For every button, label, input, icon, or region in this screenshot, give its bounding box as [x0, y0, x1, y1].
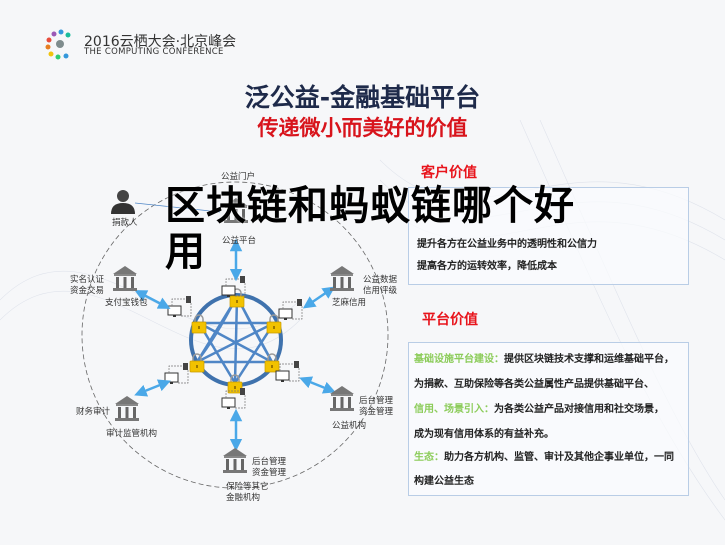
bank-icon: [113, 266, 137, 291]
logo-subtitle: THE COMPUTING CONFERENCE: [84, 47, 224, 57]
computer-icon: [164, 362, 189, 385]
platform-value-key: 基础设施平台建设：: [414, 354, 504, 365]
insurance-label: 金融机构: [226, 492, 260, 503]
platform-value-box: 基础设施平台建设：提供区块链技术支撑和运维基础平台， 为捐款、互助保险等各类公益…: [408, 342, 689, 496]
alipay-side-label: 资金交易: [70, 285, 104, 296]
platform-value-item: 生态：助力各方机构、监管、审计及其他企事业单位，一同: [414, 451, 674, 464]
audit-side-label: 财务审计: [76, 406, 111, 417]
network-diagram: 捐款人 公益门户 公益平台 实名认证 资金交易 支付宝钱包 公益数据 信用评级 …: [70, 171, 398, 503]
insurance-side-label: 资金管理: [252, 467, 287, 478]
donor-connector: [134, 202, 221, 213]
portal-label: 公益门户: [221, 171, 255, 182]
overlay-headline: 区块链和蚂蚁链哪个好: [165, 183, 575, 229]
bank-icon: [330, 266, 354, 291]
bank-icon: [330, 386, 354, 411]
outer-dashed-ring: [81, 181, 389, 489]
alipay-label: 支付宝钱包: [105, 297, 148, 308]
customer-value-title: 客户价值: [421, 165, 477, 181]
alipay-side-label: 实名认证: [70, 274, 105, 285]
charity-label: 公益机构: [332, 420, 366, 431]
audit-label: 审计监管机构: [106, 428, 157, 439]
charity-side-label: 后台管理: [359, 395, 394, 406]
sesame-side-label: 公益数据: [363, 274, 398, 285]
overlay-headline-cont: 用: [165, 229, 206, 275]
platform-value-item: 基础设施平台建设：提供区块链技术支撑和运维基础平台，: [414, 353, 674, 366]
sesame-side-label: 信用评级: [363, 285, 398, 296]
bank-icon: [115, 396, 139, 421]
computer-icon: [275, 360, 300, 383]
platform-value-line: 成为现有信用体系的有益补充。: [414, 429, 554, 440]
platform-value-title: 平台价值: [422, 312, 478, 328]
customer-value-line: 提高各方的运转效率，降低成本: [417, 261, 557, 272]
platform-label: 公益平台: [222, 235, 256, 246]
conference-logo: [44, 28, 78, 64]
platform-value-line: 为捐款、互助保险等各类公益属性产品提供基础平台、: [414, 379, 654, 390]
logo-title: 2016云栖大会·北京峰会: [84, 34, 237, 50]
customer-value-line: 提升各方在公益业务中的透明性和公信力: [417, 239, 597, 250]
platform-value-item: 信用、场景引入：为各类公益产品对接信用和社交场景，: [414, 403, 664, 416]
platform-value-key: 生态：: [414, 452, 444, 463]
platform-value-text: 为各类公益产品对接信用和社交场景，: [494, 404, 664, 415]
platform-value-text: 助力各方机构、监管、审计及其他企事业单位，一同: [444, 452, 674, 463]
platform-value-text: 提供区块链技术支撑和运维基础平台，: [504, 354, 674, 365]
sesame-label: 芝麻信用: [332, 297, 366, 308]
connection-arrows: [134, 238, 336, 452]
insurance-side-label: 后台管理: [252, 456, 287, 467]
donor-label: 捐款人: [112, 217, 138, 228]
charity-side-label: 资金管理: [359, 406, 394, 417]
platform-value-line: 构建公益生态: [414, 476, 474, 487]
person-icon: [111, 190, 135, 214]
platform-value-key: 信用、场景引入：: [414, 404, 494, 415]
customer-value-box: 提升各方在公益业务中的透明性和公信力 提高各方的运转效率，降低成本: [408, 187, 689, 285]
bank-icon: [223, 448, 247, 473]
page-subtitle: 传递微小而美好的价值: [257, 116, 468, 140]
insurance-label: 保险等其它: [226, 481, 269, 492]
computer-icon: [278, 298, 303, 321]
page-title: 泛公益-金融基础平台: [244, 83, 481, 112]
computer-icon: [167, 295, 192, 318]
